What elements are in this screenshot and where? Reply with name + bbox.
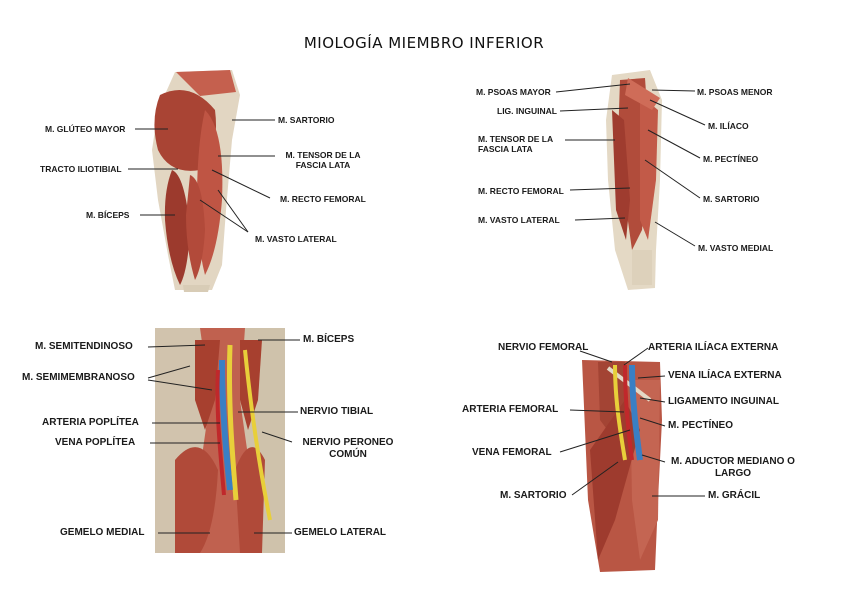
anterior-thigh-illustration: [606, 70, 662, 290]
popliteal-fossa-illustration: [155, 328, 285, 553]
label-psoas-mayor: M. PSOAS MAYOR: [476, 87, 551, 97]
label-vena-femoral: VENA FEMORAL: [472, 447, 552, 458]
label-pectineo-2: M. PECTÍNEO: [668, 420, 734, 431]
label-nervio-femoral: NERVIO FEMORAL: [498, 342, 589, 353]
femoral-triangle-illustration: [582, 360, 662, 572]
label-sartorio-2: M. SARTORIO: [703, 194, 760, 204]
label-vasto-lateral-2: M. VASTO LATERAL: [478, 215, 560, 225]
label-gracil: M. GRÁCIL: [708, 490, 761, 501]
label-semitendinoso: M. SEMITENDINOSO: [35, 341, 133, 352]
lateral-thigh-illustration: [152, 70, 240, 292]
label-biceps: M. BÍCEPS: [86, 210, 130, 220]
page-title: MIOLOGÍA MIEMBRO INFERIOR: [303, 34, 545, 52]
label-vasto-medial: M. VASTO MEDIAL: [698, 243, 774, 253]
label-gemelo-lateral: GEMELO LATERAL: [294, 527, 387, 538]
label-recto-femoral-2: M. RECTO FEMORAL: [478, 186, 564, 196]
label-vasto-lateral: M. VASTO LATERAL: [255, 234, 337, 244]
label-tensor-fascia-lata: M. TENSOR DE LA FASCIA LATA: [285, 150, 361, 170]
label-arteria-femoral: ARTERIA FEMORAL: [462, 404, 559, 415]
label-aductor-mediano: M. ADUCTOR MEDIANO O LARGO: [671, 456, 795, 479]
label-sartorio-3: M. SARTORIO: [500, 490, 567, 501]
label-arteria-poplitea: ARTERIA POPLÍTEA: [42, 417, 139, 428]
label-tracto-iliotibial: TRACTO ILIOTIBIAL: [40, 164, 122, 174]
label-tensor-fascia-lata-2: M. TENSOR DE LA FASCIA LATA: [478, 134, 553, 154]
label-nervio-tibial: NERVIO TIBIAL: [300, 406, 374, 417]
label-psoas-menor: M. PSOAS MENOR: [697, 87, 773, 97]
label-nervio-peroneo: NERVIO PERONEO COMÚN: [302, 437, 394, 460]
label-biceps-2: M. BÍCEPS: [303, 334, 355, 345]
leader-lines: [128, 83, 706, 534]
label-ligamento-inguinal: LIGAMENTO INGUINAL: [668, 396, 779, 407]
label-arteria-iliaca-externa: ARTERIA ILÍACA EXTERNA: [648, 342, 779, 353]
label-sartorio: M. SARTORIO: [278, 115, 335, 125]
label-recto-femoral: M. RECTO FEMORAL: [280, 194, 366, 204]
label-lig-inguinal: LIG. INGUINAL: [497, 106, 557, 116]
label-vena-poplitea: VENA POPLÍTEA: [55, 437, 136, 448]
label-iliaco: M. ILÍACO: [708, 121, 749, 131]
label-pectineo: M. PECTÍNEO: [703, 154, 759, 164]
label-vena-iliaca-externa: VENA ILÍACA EXTERNA: [668, 370, 782, 381]
label-semimembranoso: M. SEMIMEMBRANOSO: [22, 372, 135, 383]
label-gemelo-medial: GEMELO MEDIAL: [60, 527, 145, 538]
label-gluteo-mayor: M. GLÚTEO MAYOR: [45, 124, 126, 134]
